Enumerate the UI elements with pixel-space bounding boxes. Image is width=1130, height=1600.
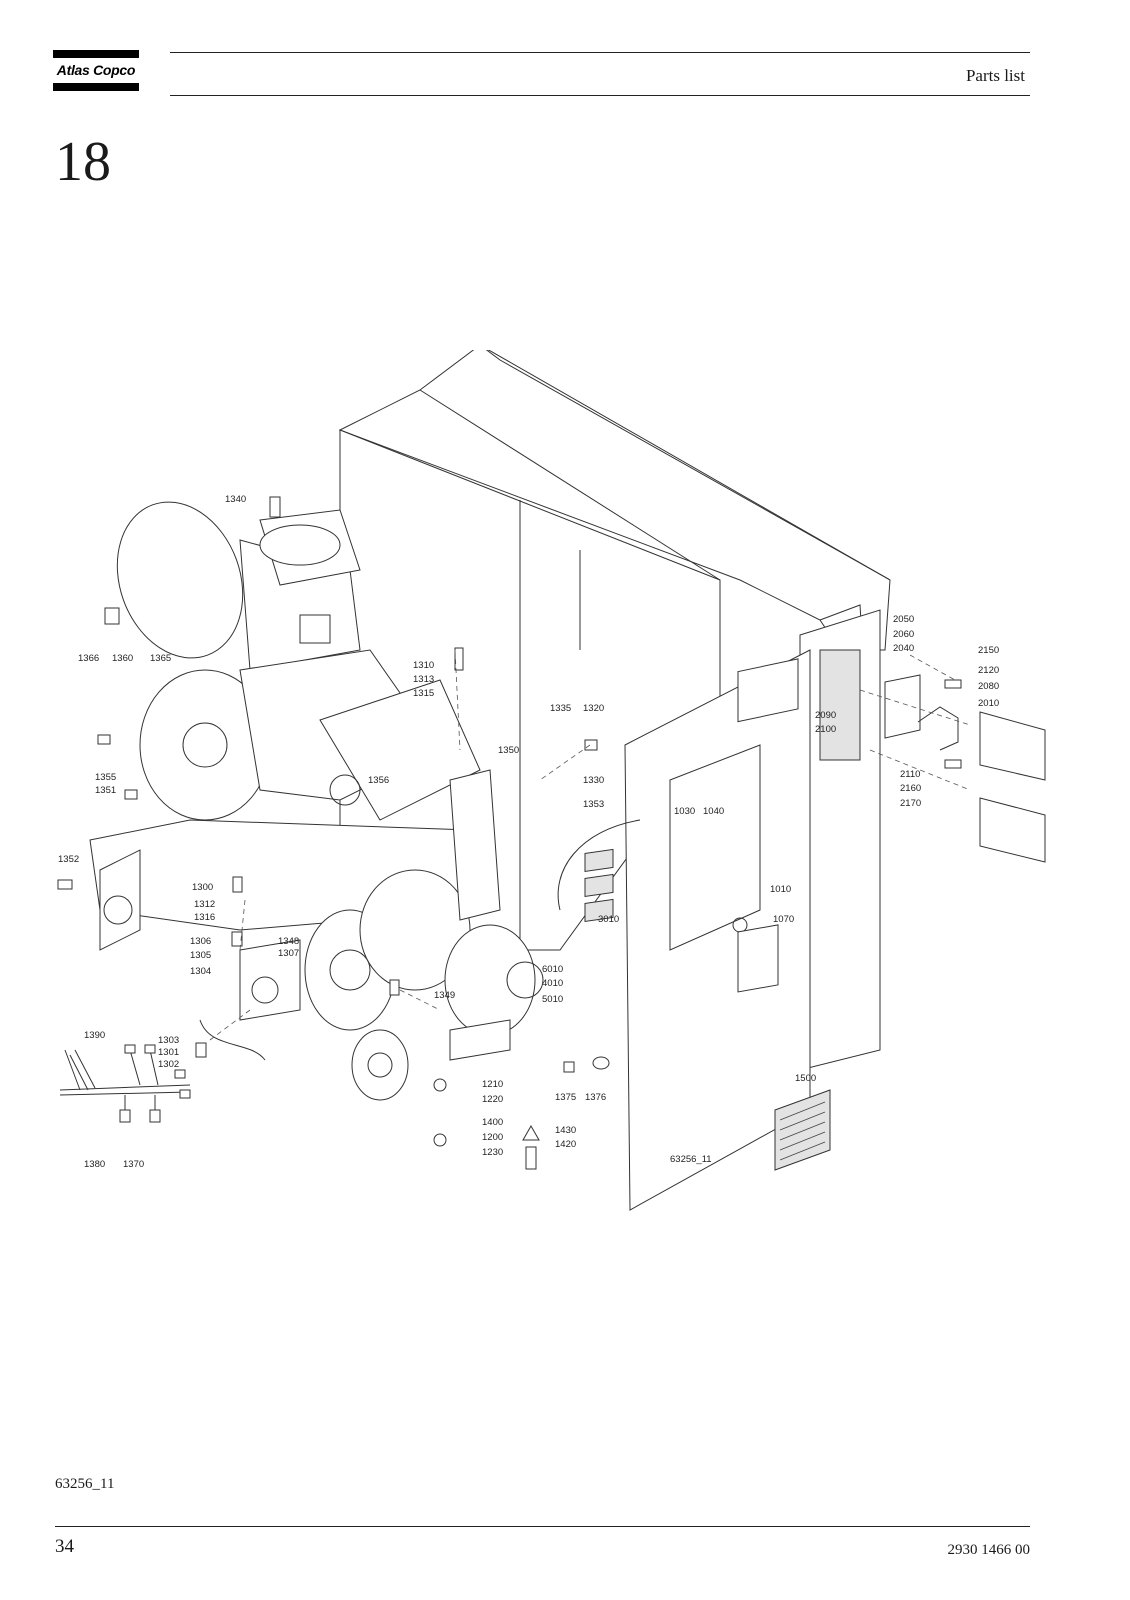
callout-1352: 1352 (58, 854, 79, 865)
callout-2170: 2170 (900, 798, 921, 809)
callout-1500: 1500 (795, 1073, 816, 1084)
callout-1340: 1340 (225, 494, 246, 505)
document-number: 2930 1466 00 (947, 1542, 1031, 1558)
callout-1316: 1316 (194, 912, 215, 923)
callout-1312: 1312 (194, 899, 215, 910)
callout-1303: 1303 (158, 1035, 179, 1046)
callout-labels: 1340 1366 1360 1365 1310 1313 1315 1335 … (58, 494, 999, 1170)
callout-1305: 1305 (190, 950, 211, 961)
callout-1349: 1349 (434, 990, 455, 1001)
callout-3010: 3010 (598, 914, 619, 925)
callout-2010: 2010 (978, 698, 999, 709)
outlet-flange (299, 614, 331, 644)
callout-1070: 1070 (773, 914, 794, 925)
callout-1301: 1301 (158, 1047, 179, 1058)
atlas-copco-logo: Atlas Copco (56, 62, 136, 78)
gasket (884, 674, 921, 739)
controller-display (737, 658, 799, 723)
drawing-reference: 63256_11 (55, 1476, 115, 1492)
callout-1306: 1306 (190, 936, 211, 947)
hose (557, 819, 641, 911)
door-label (737, 924, 779, 993)
callout-2110: 2110 (900, 769, 920, 780)
info-decal (525, 1146, 537, 1170)
callout-1310: 1310 (413, 660, 434, 671)
callout-1302: 1302 (158, 1059, 179, 1070)
page-number: 34 (55, 1536, 74, 1557)
piping (304, 769, 544, 1101)
callout-2100: 2100 (815, 724, 836, 735)
filter-housings (884, 674, 1046, 863)
callout-1360: 1360 (112, 653, 133, 664)
callout-1300: 1300 (192, 882, 213, 893)
callout-1400: 1400 (482, 1117, 503, 1128)
front-door-panel (624, 649, 831, 1211)
callout-drawing-ref: 63256_11 (670, 1154, 712, 1165)
wiring-harness (59, 1044, 191, 1123)
warning-triangle (522, 1124, 540, 1141)
callout-2090: 2090 (815, 710, 836, 721)
callout-1220: 1220 (482, 1094, 503, 1105)
cabinet-outline (338, 350, 891, 1071)
callout-1230: 1230 (482, 1147, 503, 1158)
sticker-set (584, 848, 614, 922)
callout-1330: 1330 (583, 775, 604, 786)
logo-bar-bottom (53, 83, 139, 91)
callout-1355: 1355 (95, 772, 116, 783)
chapter-number: 18 (55, 131, 111, 193)
callout-1315: 1315 (413, 688, 434, 699)
callout-1376: 1376 (585, 1092, 606, 1103)
callout-1351: 1351 (95, 785, 116, 796)
callout-2120: 2120 (978, 665, 999, 676)
callout-1010: 1010 (770, 884, 791, 895)
callout-1390: 1390 (84, 1030, 105, 1041)
header-title: Parts list (965, 66, 1025, 85)
callout-2150: 2150 (978, 645, 999, 656)
callout-1375: 1375 (555, 1092, 576, 1103)
cable (199, 1019, 266, 1061)
callout-1366: 1366 (78, 653, 99, 664)
callout-1320: 1320 (583, 703, 604, 714)
callout-1030: 1030 (674, 806, 695, 817)
callout-2040: 2040 (893, 643, 914, 654)
assembly-lines (209, 649, 971, 1041)
callout-1380: 1380 (84, 1159, 105, 1170)
cabinet-side-plate (819, 649, 861, 761)
compressor-element (116, 501, 481, 821)
callout-1335: 1335 (550, 703, 571, 714)
callout-1356: 1356 (368, 775, 389, 786)
callout-2160: 2160 (900, 783, 921, 794)
callout-1304: 1304 (190, 966, 211, 977)
callout-1200: 1200 (482, 1132, 503, 1143)
callout-1210: 1210 (482, 1079, 503, 1090)
callout-2080: 2080 (978, 681, 999, 692)
callout-1350: 1350 (498, 745, 519, 756)
logo-bar-top (53, 50, 139, 58)
small-parts (57, 496, 598, 1058)
callout-6010: 6010 (542, 964, 563, 975)
callout-1420: 1420 (555, 1139, 576, 1150)
callout-4010: 4010 (542, 978, 563, 989)
callout-2060: 2060 (893, 629, 914, 640)
exploded-parts-drawing: 1340 1366 1360 1365 1310 1313 1315 1335 … (57, 350, 1046, 1211)
callout-1370: 1370 (123, 1159, 144, 1170)
clamps-and-labels (433, 1056, 610, 1170)
callout-1353: 1353 (583, 799, 604, 810)
header-rule-bottom (170, 95, 1030, 96)
callout-1348: 1348 (278, 936, 299, 947)
callout-2050: 2050 (893, 614, 914, 625)
ventilation-grille (774, 1089, 831, 1171)
callout-1365: 1365 (150, 653, 171, 664)
callout-1040: 1040 (703, 806, 724, 817)
callout-1430: 1430 (555, 1125, 576, 1136)
callout-1307: 1307 (278, 948, 299, 959)
header-rule-top (170, 52, 1030, 53)
callout-1313: 1313 (413, 674, 434, 685)
callout-5010: 5010 (542, 994, 563, 1005)
footer-rule (55, 1526, 1030, 1527)
